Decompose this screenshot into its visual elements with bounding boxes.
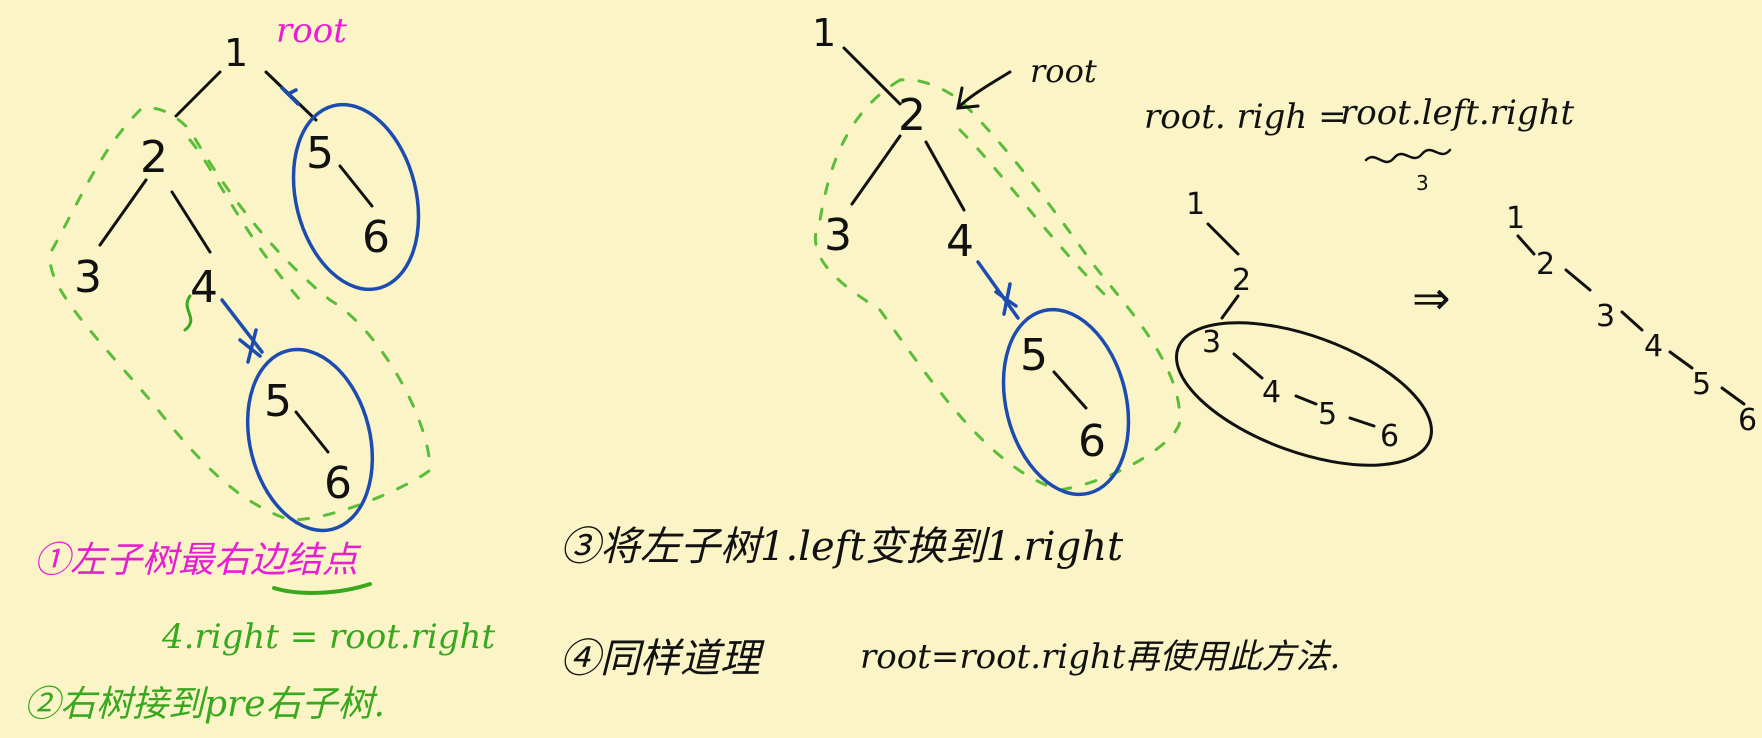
edge-r-4-5 [1294,394,1318,406]
cut-mark-bottom [238,328,262,364]
moved-subtree-ellipse [245,347,375,533]
diagram-middle: 1 2 3 4 5 6 root [812,11,1182,497]
node-6b: 6 [324,458,352,509]
edge-1-2 [174,70,222,118]
note-step4-suffix: root=root.right再使用此方法. [860,637,1340,677]
diagram-right: 1 2 3 4 5 6 [1175,187,1433,467]
node-m-4: 4 [946,216,974,267]
node-r-5: 5 [1318,397,1337,432]
middle-subtree-ellipse [1001,307,1131,497]
middle-subtree-dashed-inner [958,128,1112,302]
node-m-1: 1 [812,11,836,55]
cut-edge-4-5 [220,298,264,354]
edge-f-4-5 [1668,350,1694,370]
left-subtree-dashed-inner [188,138,302,302]
root-label-2: root [1030,52,1097,90]
edge-r-5-6 [1348,416,1376,428]
formula-lhs: root. righ = [1144,97,1347,137]
node-m-6: 6 [1078,416,1106,467]
edge-m-4-5 [976,260,1020,320]
node-m-5: 5 [1020,330,1048,381]
edge-m-2-3 [850,134,902,206]
note-step1-underline [272,582,372,595]
edge-f-2-3 [1564,268,1592,292]
node-m-2: 2 [898,90,926,141]
squiggle-under-4 [183,294,193,332]
edge-5-6b [294,410,330,454]
edge-m-2-4 [924,140,966,212]
node-m-3: 3 [824,210,852,261]
edge-r-3-4 [1232,352,1264,380]
edge-r-1-2 [1206,222,1240,256]
edge-r-2-3 [1220,294,1240,320]
root-label-1: root [276,11,347,51]
left-subtree-dashed-outline [48,106,432,522]
node-3: 3 [74,252,102,303]
root-arrow-head [956,86,980,110]
note-step3: ③将左子树1.left变换到1.right [560,524,1124,570]
notes: ①左子树最右边结点 4.right = root.right ②右树接到pre右… [24,524,1340,725]
node-f-5: 5 [1692,367,1711,402]
node-2: 2 [140,132,168,183]
right-subtree-ellipse [291,102,421,292]
edge-f-3-4 [1620,310,1644,332]
node-r-6: 6 [1380,419,1399,454]
edge-2-4 [170,190,212,254]
cut-mark-top [280,86,300,106]
formula: root. righ = root.left.right 3 [1144,93,1575,195]
flattened-list: 1 2 3 4 5 6 [1506,201,1757,438]
formula-sub-note: 3 [1416,171,1429,195]
node-r-3: 3 [1202,325,1221,360]
edge-f-1-2 [1516,234,1536,256]
node-f-4: 4 [1644,329,1663,364]
note-step2: ②右树接到pre右子树. [24,684,385,725]
node-5b: 5 [264,376,292,427]
formula-wavy-underline [1364,148,1452,164]
cut-mark-middle [994,282,1018,316]
node-f-3: 3 [1596,299,1615,334]
node-1: 1 [224,31,248,75]
edge-f-5-6 [1720,386,1746,406]
diagram-left: 1 2 3 4 5 6 5 6 root [48,11,432,533]
right-chain-ellipse [1175,321,1433,467]
edge-5-6a [338,164,374,208]
note-step1: ①左子树最右边结点 [34,540,362,581]
node-5a: 5 [306,128,334,179]
node-r-2: 2 [1232,263,1251,298]
edge-m-1-2 [842,46,902,106]
note-step4-prefix: ④同样道理 [560,636,765,682]
node-f-6: 6 [1738,403,1757,438]
node-f-2: 2 [1536,247,1555,282]
root-arrow-line [958,70,1012,108]
edge-m-5-6 [1052,370,1088,410]
middle-subtree-dashed-outline [813,78,1182,492]
node-4: 4 [190,262,218,313]
note-step1-equation: 4.right = root.right [161,617,495,657]
node-6a: 6 [362,212,390,263]
node-r-1: 1 [1186,187,1205,222]
edge-2-3 [98,178,148,247]
node-r-4: 4 [1262,375,1281,410]
formula-rhs: root.left.right [1340,93,1575,133]
node-f-1: 1 [1506,201,1525,236]
implies-arrow: ⇒ [1412,271,1451,325]
